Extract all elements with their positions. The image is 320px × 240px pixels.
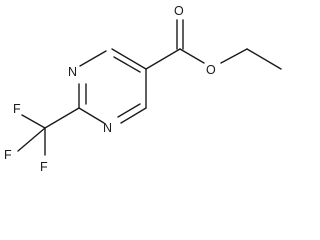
bond-c6-c5-inner [113,56,141,73]
atom-label-o-carbonyl: O [174,4,184,18]
atom-label-n1: N [68,65,77,79]
atom-label-f-left: F [4,148,12,162]
bond-c2-cf3 [44,107,80,129]
bond-carbonyl-c-o-ester [179,48,205,64]
bond-n3-c2 [78,107,105,124]
bond-n1-c6 [79,50,107,67]
atom-label-n3: N [103,121,112,135]
atom-label-f-bottom: F [40,160,48,174]
bond-c4-n3-inner [117,103,141,118]
atom-label-f-top: F [13,102,21,116]
bond-c5-carbonyl-c [145,48,181,70]
bond-c6-c5 [111,48,147,70]
bond-o-ch2 [220,48,248,64]
bond-ch2-ch3 [246,48,282,70]
bond-c4-n3 [120,107,147,124]
molecule-structure-diagram: N N O O F F F [4,4,282,174]
bond-cf3-f-left [17,127,46,152]
bond-cf3-f-top [21,114,46,129]
atom-label-o-ester: O [206,63,216,77]
